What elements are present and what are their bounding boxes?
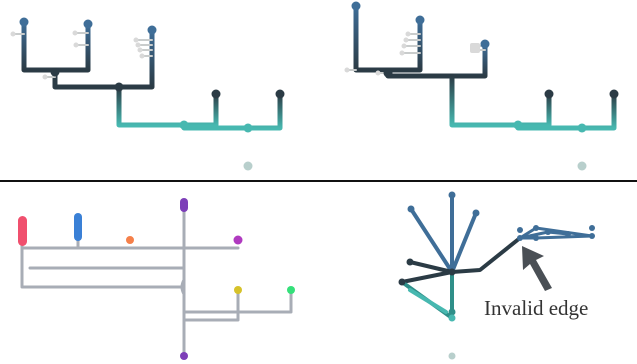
tree-edge <box>52 69 122 90</box>
tree-edge <box>181 91 219 128</box>
tree-node <box>533 225 539 231</box>
tree-edge <box>116 84 187 128</box>
tree-node <box>114 82 124 92</box>
tree-node <box>609 89 619 99</box>
tree-edge <box>400 270 454 284</box>
tree-node <box>472 209 480 217</box>
tree-node <box>577 161 587 171</box>
panel-top-right-tree <box>344 1 619 171</box>
green-node <box>287 286 295 294</box>
tree-node <box>480 39 490 49</box>
tree-node <box>448 308 456 316</box>
invalid-edge-arrow <box>522 246 552 291</box>
leaf-node <box>10 31 16 37</box>
leaf-node <box>344 67 350 73</box>
tree-node <box>19 17 29 27</box>
tree-node <box>589 233 595 239</box>
tree-node <box>179 120 189 130</box>
tree-edge <box>450 236 522 274</box>
panel-bottom-right-tree: Invalid edge <box>398 191 595 360</box>
tree-node <box>517 227 523 233</box>
tree-node <box>448 352 456 360</box>
tree-edge <box>450 211 478 274</box>
leaf-node <box>405 31 411 37</box>
tree-node <box>50 67 60 77</box>
leaf-node <box>72 30 78 36</box>
tree-edge <box>409 207 454 274</box>
tree-edge <box>385 70 455 79</box>
tree-node <box>243 161 253 171</box>
red-node-cluster <box>18 216 27 246</box>
magenta-node <box>233 235 243 245</box>
tree-edge <box>180 278 186 296</box>
leaf-node <box>403 37 409 43</box>
tree-edge <box>449 41 488 79</box>
tree-node <box>544 89 554 99</box>
tree-node <box>406 258 414 266</box>
panel-top-left-tree <box>10 17 285 171</box>
tree-node <box>147 25 157 35</box>
tree-node <box>83 19 93 29</box>
tree-node <box>351 1 361 11</box>
tree-edge <box>182 288 240 322</box>
tree-node <box>589 225 595 231</box>
leaf-cluster <box>470 43 480 53</box>
panel-bottom-left-tree <box>18 198 295 360</box>
tree-node <box>243 123 253 133</box>
tree-node <box>513 120 523 130</box>
tree-node <box>577 123 587 133</box>
purple-node-bottom <box>180 352 188 360</box>
tree-edge <box>579 91 617 131</box>
tree-edge <box>20 236 186 289</box>
tree-node <box>415 15 425 25</box>
leaf-node <box>399 50 405 56</box>
tree-edge <box>515 91 552 128</box>
leaf-node <box>42 74 48 80</box>
leaf-node <box>401 43 407 49</box>
tree-node <box>448 314 456 322</box>
tree-node <box>407 205 415 213</box>
tree-node <box>383 68 393 78</box>
tree-node <box>565 231 571 237</box>
purple-node-top <box>180 198 188 212</box>
tree-node <box>448 191 456 199</box>
tree-edge <box>408 288 448 314</box>
tree-edge <box>21 19 58 73</box>
leaf-node <box>73 42 79 48</box>
tree-edge <box>245 91 283 131</box>
tree-node <box>398 278 406 286</box>
tree-node <box>517 235 523 241</box>
tree-edge <box>385 17 423 73</box>
leaf-node <box>139 53 145 59</box>
tree-edge <box>408 260 454 274</box>
tree-edge <box>353 3 391 73</box>
blue-node-cluster <box>74 213 82 241</box>
leaf-node <box>135 42 141 48</box>
tree-node <box>533 235 539 241</box>
leaf-node <box>137 47 143 53</box>
leaf-node <box>375 70 381 76</box>
tree-edge <box>449 73 521 128</box>
orange-node <box>126 236 134 244</box>
yellow-node <box>234 286 242 294</box>
tree-node <box>448 268 456 276</box>
tree-node <box>275 89 285 99</box>
tree-node <box>545 229 551 235</box>
tree-edge <box>182 288 293 314</box>
invalid-edge-label: Invalid edge <box>484 296 588 320</box>
leaf-node <box>133 37 139 43</box>
tree-node <box>211 89 221 99</box>
tree-edge <box>52 21 91 73</box>
